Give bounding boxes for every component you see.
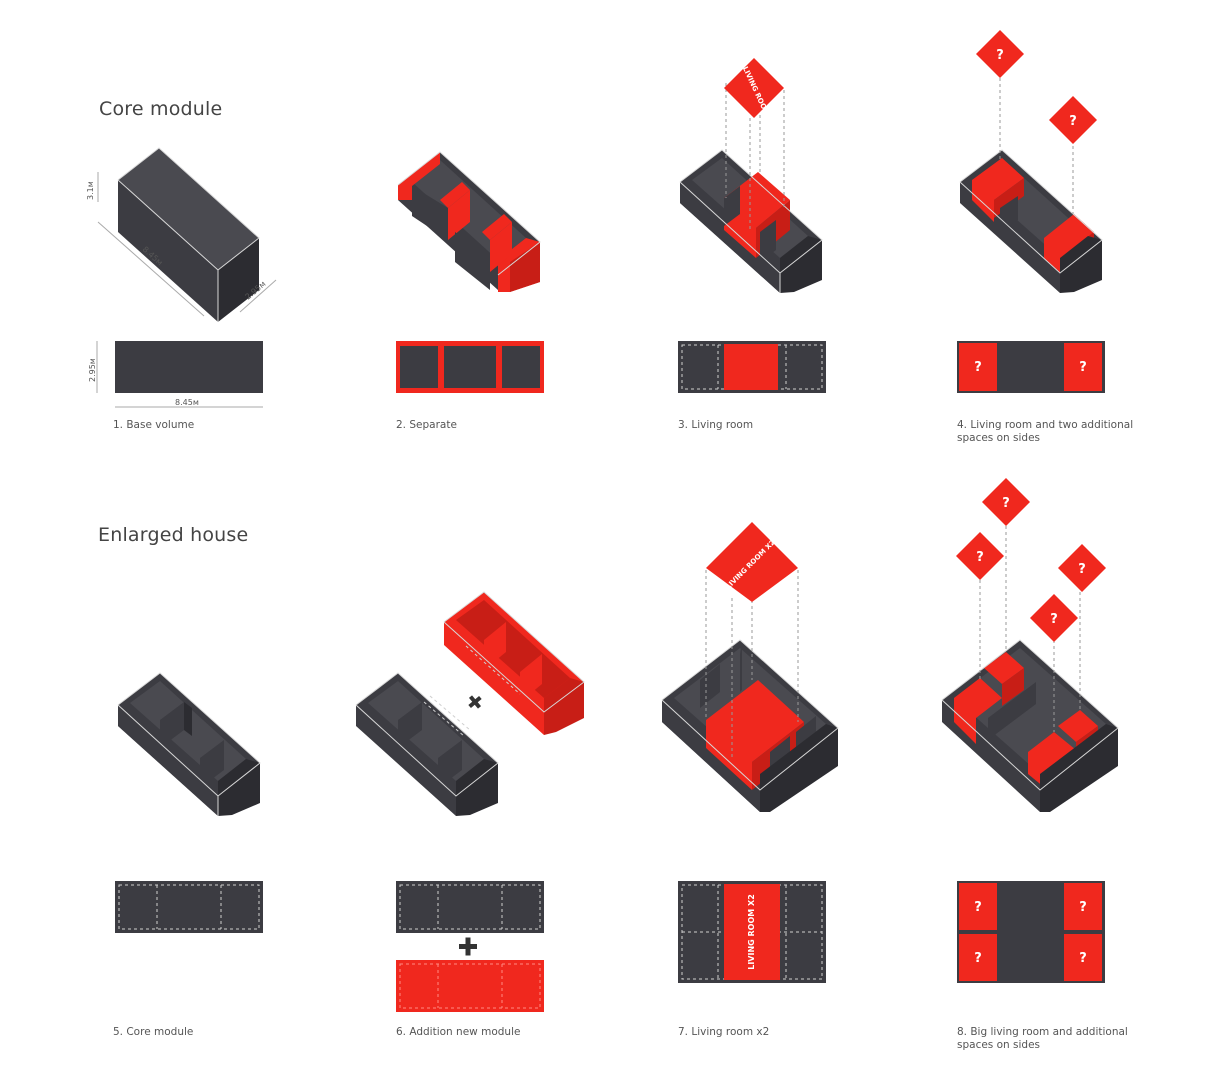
addition-core-iso [355, 672, 499, 816]
unknown-tag-4: ? [956, 532, 1004, 580]
plus-icon-iso [468, 695, 482, 709]
plan-base-volume [96, 341, 263, 408]
caption-6: 6. Addition new module [396, 1026, 521, 1038]
section-title-enlarged: Enlarged house [98, 524, 249, 546]
svg-text:?: ? [974, 951, 982, 966]
svg-text:?: ? [1069, 114, 1077, 129]
svg-text:?: ? [1079, 951, 1087, 966]
unknown-tag-3: ? [982, 478, 1030, 526]
plan-two-spaces: ? ? [957, 341, 1105, 393]
living-room-iso [679, 83, 823, 293]
caption-4: 4. Living room and two additional spaces… [957, 419, 1134, 444]
svg-text:?: ? [1002, 496, 1010, 511]
plan-dimension-length: 8.45м [175, 398, 199, 407]
svg-text:LIVING ROOM X2: LIVING ROOM X2 [747, 894, 756, 970]
unknown-tag-2: ? [1049, 96, 1097, 144]
svg-text:?: ? [1079, 900, 1087, 915]
svg-text:?: ? [1050, 612, 1058, 627]
separate-iso [397, 151, 541, 292]
living-room-tag: LIVING ROOM [724, 58, 784, 118]
core-module-iso [117, 672, 261, 816]
svg-text:?: ? [974, 900, 982, 915]
caption-8: 8. Big living room and additional spaces… [957, 1026, 1128, 1051]
unknown-tag-6: ? [1030, 594, 1078, 642]
dimension-height: 3.1м [86, 181, 95, 200]
unknown-tag-1: ? [976, 30, 1024, 78]
big-living-room-iso [941, 526, 1119, 812]
plan-living-room-x2: LIVING ROOM X2 [678, 881, 826, 983]
plan-dimension-width: 2.95м [88, 358, 97, 382]
svg-text:?: ? [1078, 562, 1086, 577]
caption-2: 2. Separate [396, 419, 457, 431]
plan-addition [396, 881, 544, 1012]
two-spaces-iso [959, 78, 1103, 293]
caption-5: 5. Core module [113, 1026, 194, 1038]
base-volume-iso [97, 147, 277, 322]
svg-text:?: ? [996, 48, 1004, 63]
living-room-x2-iso [661, 570, 839, 812]
plus-icon [459, 937, 477, 956]
living-room-x2-tag: LIVING ROOM X2 [706, 522, 798, 602]
unknown-tag-5: ? [1058, 544, 1106, 592]
plan-living-room [678, 341, 826, 393]
caption-7: 7. Living room x2 [678, 1026, 770, 1038]
section-title-core: Core module [99, 98, 223, 120]
svg-text:?: ? [1079, 360, 1087, 375]
plan-separate [396, 341, 544, 393]
plan-big-living-room: ? ? ? ? [957, 881, 1105, 983]
svg-text:?: ? [976, 550, 984, 565]
addition-new-module-iso [443, 591, 585, 735]
plan-core-module [115, 881, 263, 933]
svg-text:?: ? [974, 360, 982, 375]
caption-3: 3. Living room [678, 419, 754, 431]
caption-1: 1. Base volume [113, 419, 195, 431]
